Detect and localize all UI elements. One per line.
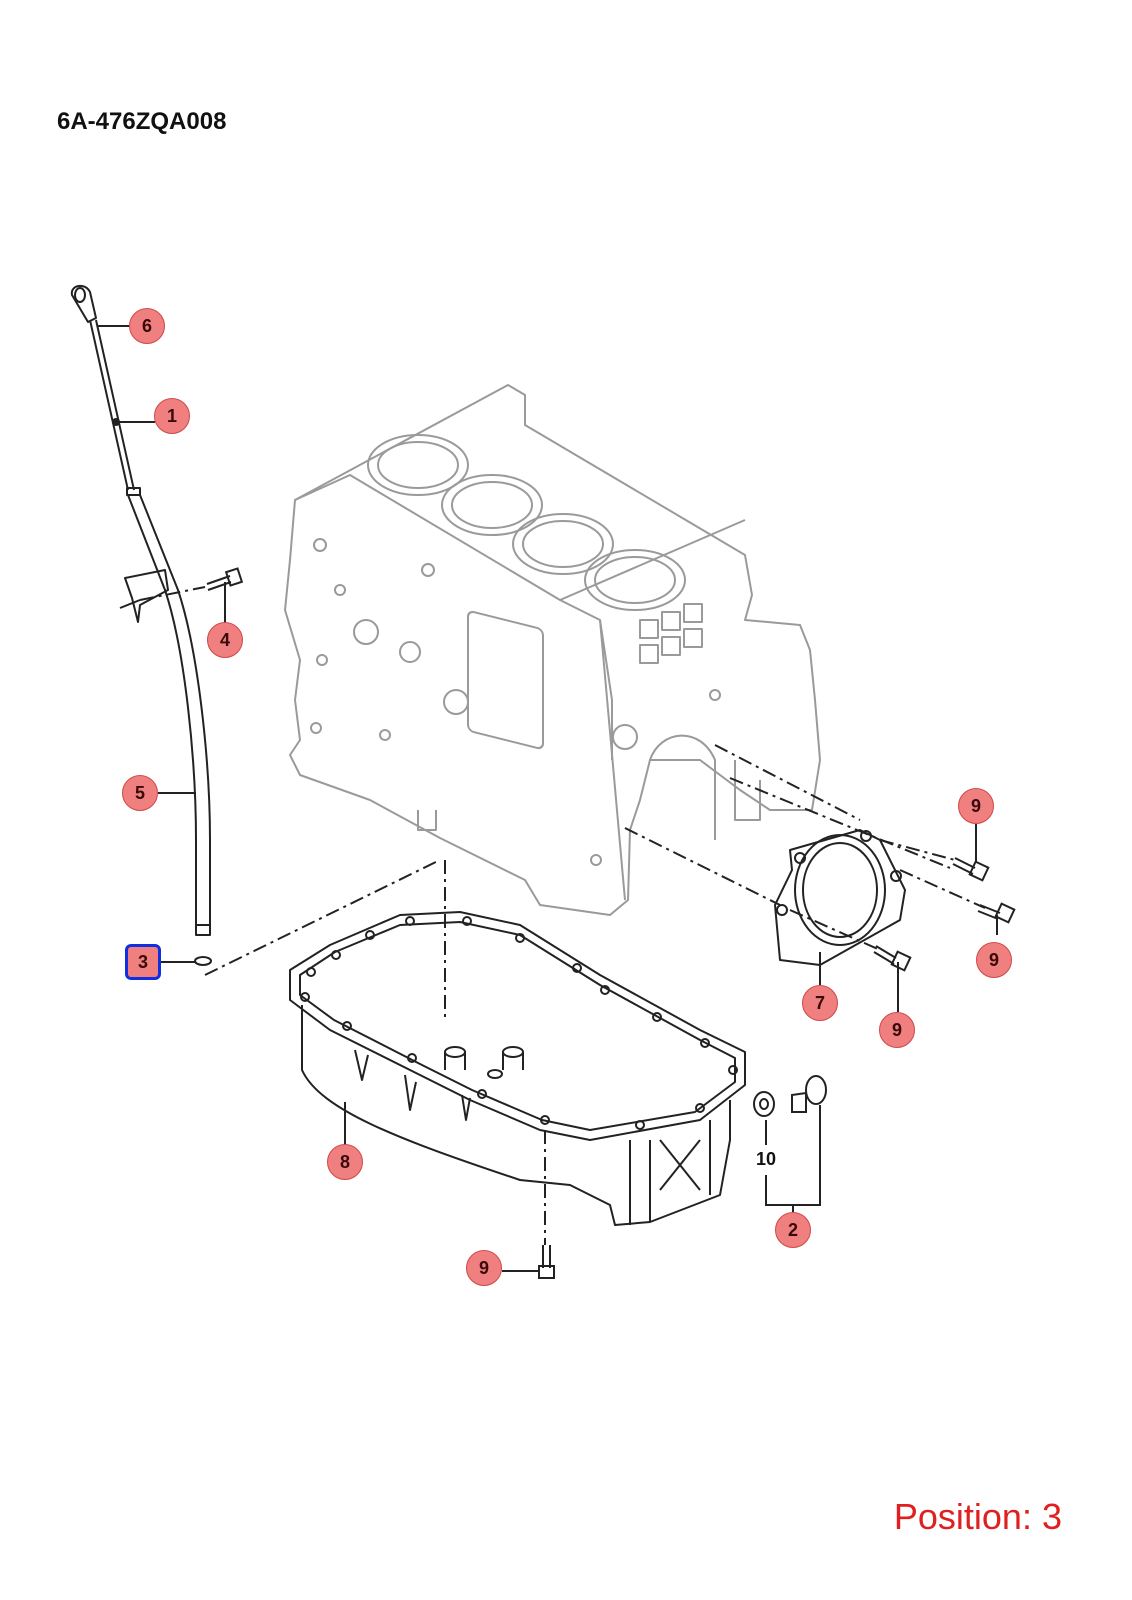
bolt-hardware bbox=[206, 567, 1016, 1279]
callout-9-right[interactable]: 9 bbox=[976, 942, 1012, 978]
callout-1[interactable]: 1 bbox=[154, 398, 190, 434]
callout-leader-lines bbox=[97, 325, 998, 1272]
oil-pan bbox=[289, 911, 746, 1226]
diagram-code-title: 6A-476ZQA008 bbox=[57, 108, 227, 135]
callout-7[interactable]: 7 bbox=[802, 985, 838, 1021]
callout-2[interactable]: 2 bbox=[775, 1212, 811, 1248]
part-label-10: 10 bbox=[756, 1149, 777, 1169]
callout-8[interactable]: 8 bbox=[327, 1144, 363, 1180]
callout-3-selected[interactable]: 3 bbox=[125, 944, 161, 980]
oil-pan-bolt-holes bbox=[300, 916, 738, 1130]
callout-9-bottom[interactable]: 9 bbox=[466, 1250, 502, 1286]
engine-block-outline bbox=[284, 384, 821, 916]
dipstick-assembly bbox=[70, 284, 212, 966]
callout-9-middle[interactable]: 9 bbox=[879, 1012, 915, 1048]
crankshaft-seal-housing bbox=[774, 829, 906, 966]
callout-9-upper[interactable]: 9 bbox=[958, 788, 994, 824]
position-prefix: Position: bbox=[893, 1496, 1032, 1537]
position-indicator: Position: 3 bbox=[894, 1496, 1062, 1538]
position-value: 3 bbox=[1041, 1496, 1062, 1537]
callout-4[interactable]: 4 bbox=[207, 622, 243, 658]
callout-5[interactable]: 5 bbox=[122, 775, 158, 811]
alignment-centerlines bbox=[139, 586, 986, 1245]
callout-6[interactable]: 6 bbox=[129, 308, 165, 344]
